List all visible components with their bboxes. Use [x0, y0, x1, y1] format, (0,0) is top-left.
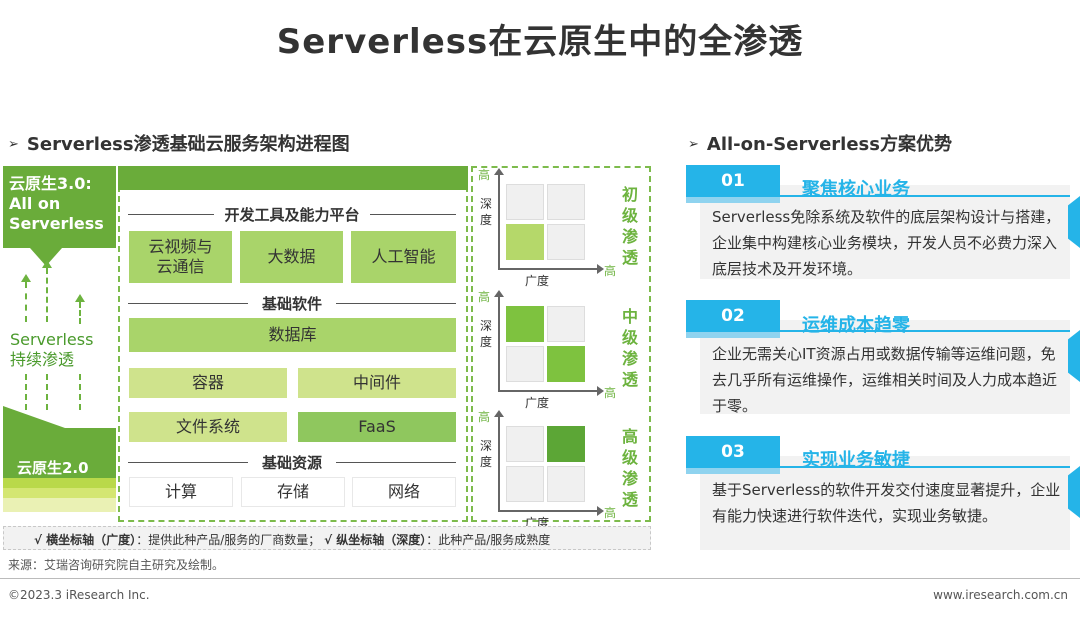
footer-divider — [0, 578, 1080, 579]
x-high-label: 高 — [604, 264, 617, 278]
matrix-advanced: 高 深度 广度 高 高级渗透 — [471, 408, 651, 530]
y-axis-note-label: √ 纵坐标轴（深度） — [324, 533, 427, 547]
matrix-cell-highlight — [547, 346, 585, 382]
up-arrow-icon — [21, 274, 31, 322]
network-box: 网络 — [352, 477, 456, 507]
level-label: 高级渗透 — [621, 427, 638, 509]
y-axis — [494, 168, 504, 270]
copyright: ©2023.3 iResearch Inc. — [8, 588, 150, 602]
callout-tail — [30, 248, 62, 266]
storage-box: 存储 — [241, 477, 345, 507]
compute-box: 计算 — [129, 477, 233, 507]
y-axis-note-desc: ：此种产品/服务成熟度 — [426, 533, 551, 547]
level-label: 中级渗透 — [621, 307, 638, 389]
layer-stripe — [3, 488, 116, 498]
x-axis-note-label: √ 横坐标轴（广度） — [34, 533, 137, 547]
source-note: 来源：艾瑞咨询研究院自主研究及绘制。 — [8, 558, 225, 572]
y-high-label: 高 — [478, 168, 491, 182]
page-title: Serverless在云原生中的全渗透 — [276, 22, 804, 62]
number-badge: 02 — [686, 300, 780, 332]
dev-platform-layer-label: 开发工具及能力平台 — [128, 204, 456, 224]
layer-stripe — [3, 478, 116, 488]
number-badge-shadow — [686, 332, 780, 338]
x-high-label: 高 — [604, 506, 617, 520]
level-label: 初级渗透 — [621, 185, 638, 267]
middleware-box: 中间件 — [298, 368, 456, 398]
number-badge-shadow — [686, 197, 780, 203]
x-axis-label: 广度 — [525, 396, 550, 410]
matrix-primary: 高 深度 广度 高 初级渗透 — [471, 166, 651, 288]
advantage-text: Serverless免除系统及软件的底层架构设计与搭建，企业集中构建核心业务模块… — [712, 208, 1061, 278]
up-arrow-icon — [42, 260, 52, 322]
matrix-cell-highlight — [506, 224, 544, 260]
x-high-label: 高 — [604, 386, 617, 400]
matrix-cell — [547, 184, 585, 220]
cloud-native-3-tag: 云原生3.0: All on Serverless — [3, 166, 116, 248]
matrix-cell — [506, 346, 544, 382]
advantage-title: 实现业务敏捷 — [802, 450, 910, 471]
x-axis — [498, 386, 604, 396]
matrix-cell-highlight — [506, 306, 544, 342]
ai-box: 人工智能 — [351, 231, 456, 283]
file-system-box: 文件系统 — [129, 412, 287, 442]
number-badge: 03 — [686, 436, 780, 468]
advantage-title: 聚焦核心业务 — [802, 179, 910, 200]
faas-box: FaaS — [298, 412, 456, 442]
x-axis — [498, 264, 604, 274]
cloud-native-2-tag: 云原生2.0 — [3, 428, 116, 478]
advantage-text: 企业无需关心IT资源占用或数据传输等运维问题，免去几乎所有运维操作，运维相关时间… — [712, 345, 1058, 415]
video-communication-box: 云视频与 云通信 — [129, 231, 232, 283]
base-software-layer-label: 基础软件 — [128, 293, 456, 313]
left-heading-text: Serverless渗透基础云服务架构进程图 — [26, 134, 350, 155]
card-edge-tab — [1068, 466, 1080, 518]
base-resource-layer-label: 基础资源 — [128, 452, 456, 472]
x-axis-note-desc: ：提供此种产品/服务的厂商数量； — [136, 533, 321, 547]
matrix-intermediate: 高 深度 广度 高 中级渗透 — [471, 288, 651, 410]
axis-note: √ 横坐标轴（广度）：提供此种产品/服务的厂商数量； √ 纵坐标轴（深度）：此种… — [3, 526, 651, 550]
advantage-underline — [780, 195, 1070, 197]
number-badge: 01 — [686, 165, 780, 197]
x-axis — [498, 506, 604, 516]
serverless-progress-label: Serverless 持续渗透 — [10, 330, 94, 369]
advantage-underline — [780, 330, 1070, 332]
tag-corner — [3, 406, 65, 428]
y-axis — [494, 290, 504, 392]
y-high-label: 高 — [478, 410, 491, 424]
matrix-cell — [547, 306, 585, 342]
right-heading-text: All-on-Serverless方案优势 — [706, 134, 952, 155]
right-section-heading: ➢ All-on-Serverless方案优势 — [688, 130, 952, 156]
matrix-cell — [506, 466, 544, 502]
matrix-cell-highlight — [547, 426, 585, 462]
database-box: 数据库 — [129, 318, 456, 352]
y-high-label: 高 — [478, 290, 491, 304]
card-edge-tab — [1068, 196, 1080, 248]
triangle-bullet-icon: ➢ — [8, 137, 19, 152]
number-badge-shadow — [686, 468, 780, 474]
matrix-cell — [547, 224, 585, 260]
matrix-cell — [506, 184, 544, 220]
up-arrow-icon — [75, 294, 85, 324]
y-axis — [494, 410, 504, 512]
matrix-cell — [506, 426, 544, 462]
matrix-cell — [547, 466, 585, 502]
left-section-heading: ➢ Serverless渗透基础云服务架构进程图 — [8, 130, 350, 156]
container-box: 容器 — [129, 368, 287, 398]
dashed-line — [79, 374, 81, 410]
dashed-line — [25, 374, 27, 410]
x-axis-label: 广度 — [525, 274, 550, 288]
dashed-line — [46, 374, 48, 410]
advantage-title: 运维成本趋零 — [802, 315, 910, 336]
big-data-box: 大数据 — [240, 231, 343, 283]
card-edge-tab — [1068, 330, 1080, 382]
architecture-top-bar — [118, 166, 468, 190]
advantage-underline — [780, 466, 1070, 468]
layer-stripe — [3, 498, 116, 512]
y-axis-label: 深度 — [480, 319, 493, 349]
y-axis-label: 深度 — [480, 439, 493, 469]
website-link[interactable]: www.iresearch.com.cn — [933, 588, 1068, 602]
y-axis-label: 深度 — [480, 197, 493, 227]
advantage-text: 基于Serverless的软件开发交付速度显著提升，企业有能力快速进行软件迭代，… — [712, 481, 1061, 525]
triangle-bullet-icon: ➢ — [688, 137, 699, 152]
